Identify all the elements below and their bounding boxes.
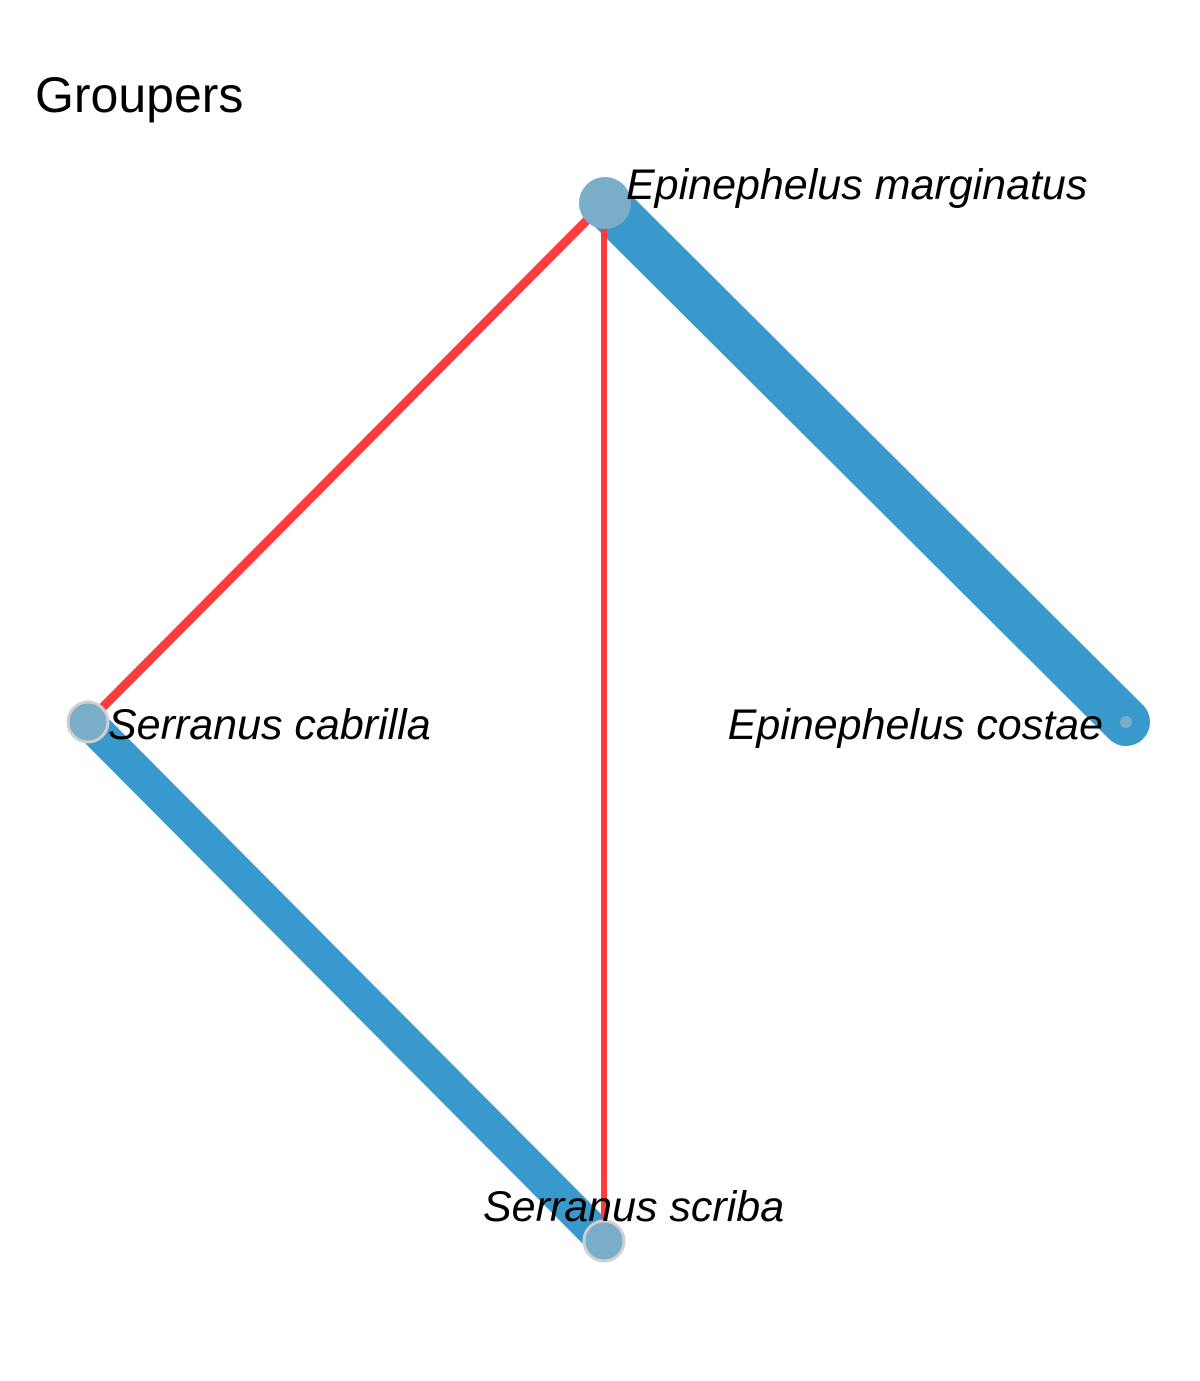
node-serranus-scriba (582, 1219, 626, 1263)
node-serranus-cabrilla (66, 700, 110, 744)
edge-layer (71, 179, 1150, 1258)
node-layer (66, 177, 1132, 1263)
edge-serranus-cabrilla-serranus-scriba (71, 705, 621, 1258)
label-layer: Epinephelus marginatus Epinephelus costa… (108, 161, 1103, 1231)
node-epinephelus-marginatus (579, 177, 631, 229)
label-epinephelus-costae: Epinephelus costae (728, 701, 1103, 749)
chart-title: Groupers (35, 67, 244, 123)
label-serranus-cabrilla: Serranus cabrilla (108, 701, 431, 749)
node-epinephelus-costae (1120, 716, 1132, 728)
edge-serranus-cabrilla-epinephelus-marginatus (89, 195, 612, 721)
edge-epinephelus-marginatus-epinephelus-costae (581, 179, 1150, 746)
label-serranus-scriba: Serranus scriba (483, 1183, 784, 1231)
label-epinephelus-marginatus: Epinephelus marginatus (626, 161, 1087, 209)
